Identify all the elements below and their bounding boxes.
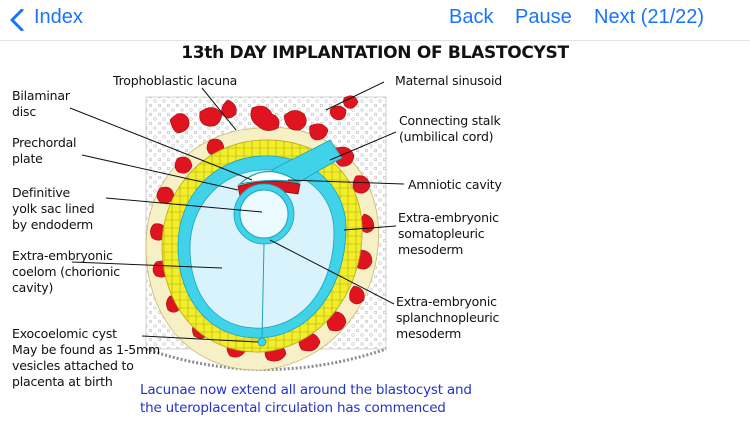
amniotic-cavity xyxy=(238,170,299,186)
definitive-yolk-sac xyxy=(239,189,289,239)
label-somatopleuric-mesoderm: Extra-embryonic somatopleuric mesoderm xyxy=(398,210,499,257)
slide-title: 13th DAY IMPLANTATION OF BLASTOCYST xyxy=(181,43,569,63)
label-extra-embryonic-coelom: Extra-embryonic coelom (chorionic cavity… xyxy=(12,248,120,295)
label-splanchnopleuric-mesoderm: Extra-embryonic splanchnopleuric mesoder… xyxy=(396,294,500,341)
label-trophoblastic-lacuna: Trophoblastic lacuna xyxy=(113,73,238,88)
slide-caption: Lacunae now extend all around the blasto… xyxy=(140,382,472,416)
label-prechordal-plate: Prechordal plate xyxy=(12,135,77,166)
label-exocoelomic-cyst: Exocoelomic cyst May be found as 1-5mm v… xyxy=(12,326,160,389)
label-bilaminar-disc: Bilaminar disc xyxy=(12,88,70,119)
label-definitive-yolk-sac: Definitive yolk sac lined by endoderm xyxy=(12,185,95,232)
back-button[interactable]: Back xyxy=(449,6,494,28)
chevron-left-icon[interactable] xyxy=(10,8,24,36)
index-button[interactable]: Index xyxy=(34,6,83,28)
cyst-stalk xyxy=(261,243,265,341)
label-amniotic-cavity: Amniotic cavity xyxy=(408,177,502,192)
label-connecting-stalk: Connecting stalk (umbilical cord) xyxy=(399,113,501,144)
label-maternal-sinusoid: Maternal sinusoid xyxy=(395,73,502,88)
exocoelomic-cyst xyxy=(257,337,267,347)
pause-button[interactable]: Pause xyxy=(515,6,572,28)
next-button[interactable]: Next (21/22) xyxy=(594,6,705,28)
trophoblastic-lacunae xyxy=(150,95,375,362)
leader-lines xyxy=(69,81,405,343)
navigation-bar: Index Back Pause Next (21/22) xyxy=(0,0,750,41)
